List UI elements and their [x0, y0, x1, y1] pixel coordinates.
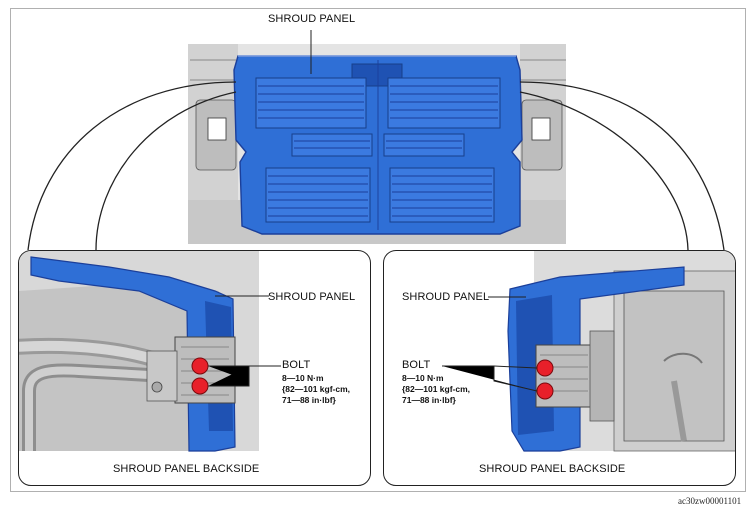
right-torque-line: 71—88 in·lbf} — [402, 395, 456, 405]
left-torque-line: {82—101 kgf-cm, — [282, 384, 351, 394]
right-torque-spec: 8—10 N·m {82—101 kgf-cm, 71—88 in·lbf} — [402, 373, 470, 406]
left-bolt-label: BOLT — [282, 359, 311, 371]
left-torque-line: 71—88 in·lbf} — [282, 395, 336, 405]
left-shroud-panel-label: SHROUD PANEL — [268, 291, 356, 303]
left-lower-bolt — [191, 377, 209, 395]
right-backside-illustration — [507, 251, 735, 452]
left-backside-illustration — [19, 251, 259, 452]
left-detail-box: SHROUD PANEL BOLT 8—10 N·m {82—101 kgf-c… — [18, 250, 371, 486]
right-lower-bolt — [536, 382, 554, 400]
top-shroud-panel-label: SHROUD PANEL — [268, 13, 356, 25]
left-caption: SHROUD PANEL BACKSIDE — [113, 463, 260, 475]
right-upper-bolt — [536, 359, 554, 377]
right-torque-line: 8—10 N·m — [402, 373, 444, 383]
right-shroud-panel-label: SHROUD PANEL — [402, 291, 490, 303]
right-torque-line: {82—101 kgf-cm, — [402, 384, 471, 394]
left-torque-line: 8—10 N·m — [282, 373, 324, 383]
right-bolt-markers — [442, 296, 554, 400]
right-bolt-label: BOLT — [402, 359, 431, 371]
left-upper-bolt — [191, 357, 209, 375]
left-torque-spec: 8—10 N·m {82—101 kgf-cm, 71—88 in·lbf} — [282, 373, 350, 406]
right-caption: SHROUD PANEL BACKSIDE — [479, 463, 626, 475]
left-bolt-markers — [191, 295, 281, 395]
figure-code: ac30zw00001101 — [678, 496, 742, 506]
right-detail-box: SHROUD PANEL BOLT 8—10 N·m {82—101 kgf-c… — [383, 250, 736, 486]
